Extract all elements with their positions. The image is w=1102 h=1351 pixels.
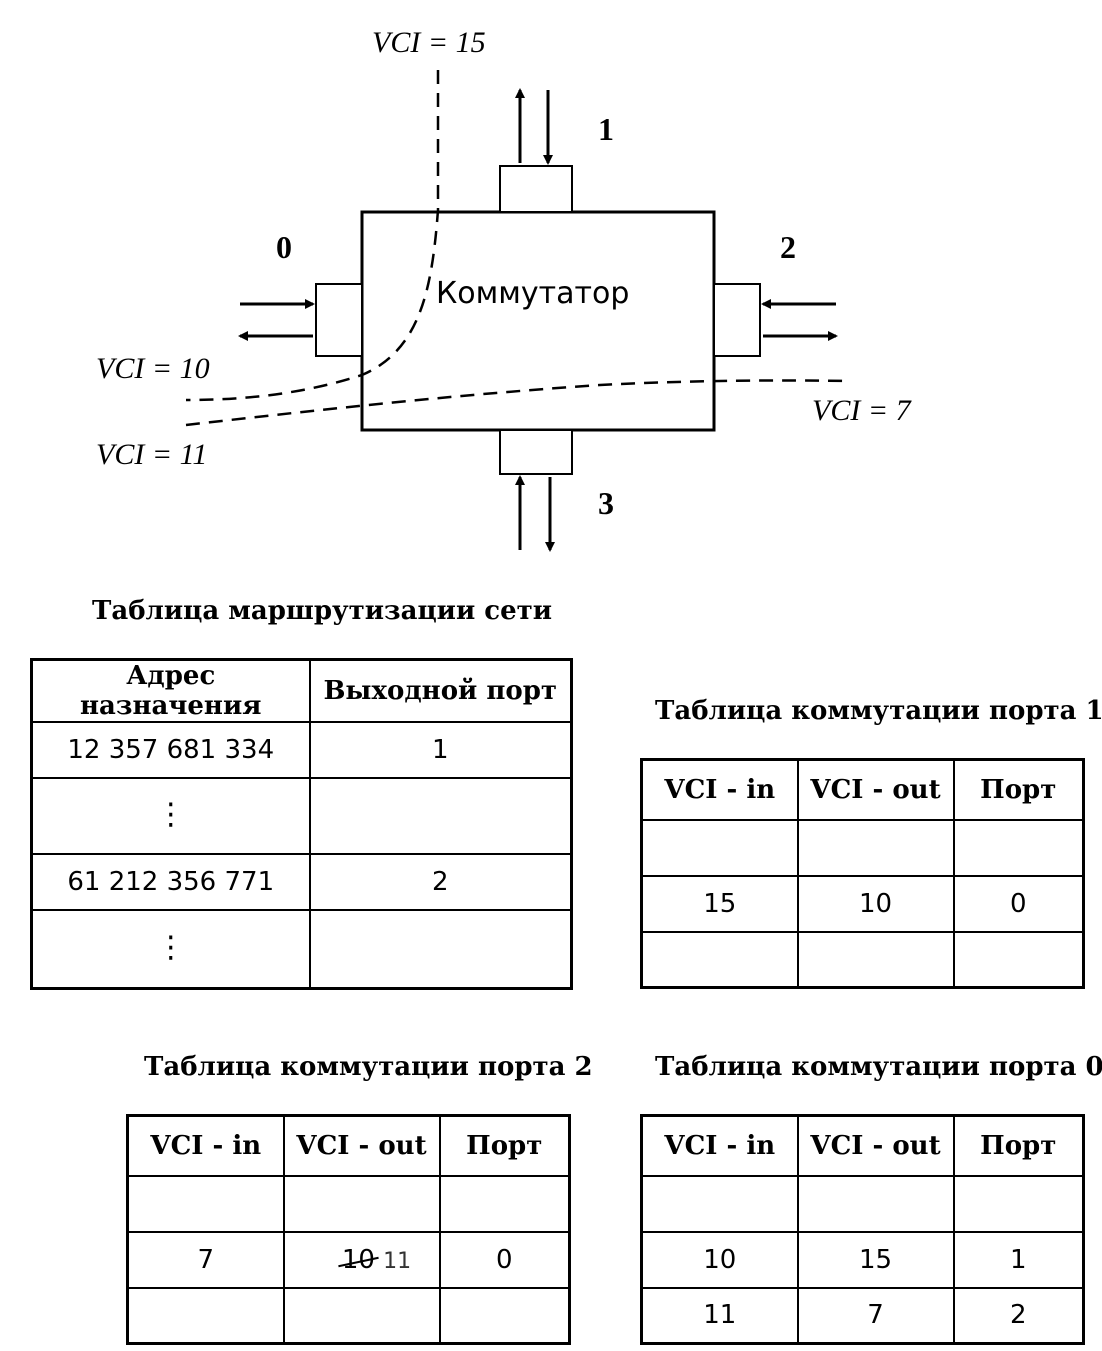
table-cell [282, 1286, 441, 1345]
table-cell: 10 [796, 874, 955, 933]
port-3-box [499, 429, 573, 475]
port-2-box [713, 283, 761, 357]
vci-label-right: VCI = 7 [812, 394, 913, 427]
table-cell [438, 1174, 571, 1233]
switch-label: Коммутатор [436, 276, 629, 311]
table-cell: 1 [308, 721, 573, 779]
table-cell: ⋮ [30, 909, 311, 989]
table-cell: 2 [952, 1286, 1085, 1345]
port-1-label: 1 [598, 111, 614, 147]
table-cell [308, 777, 573, 855]
header-destination-address: Адрес назначения [30, 658, 311, 723]
vci-label-top: VCI = 15 [372, 26, 486, 59]
vc-path-15-10 [185, 70, 440, 402]
port-0-box [315, 283, 363, 357]
header-port: Порт [952, 1114, 1085, 1177]
table-cell: 10 [640, 1230, 799, 1289]
routing-table-title: Таблица маршрутизации сети [92, 596, 553, 626]
header-vci-out: VCI - out [796, 758, 955, 821]
vci-label-left-upper: VCI = 10 [96, 352, 210, 385]
table-cell [126, 1174, 285, 1233]
header-vci-in: VCI - in [126, 1114, 285, 1177]
table-cell [126, 1286, 285, 1345]
header-output-port: Выходной порт [308, 658, 573, 723]
overwrite-value: 11 [383, 1248, 412, 1274]
table-cell: ⋮ [30, 777, 311, 855]
table-cell [282, 1174, 441, 1233]
vci-label-left-lower: VCI = 11 [96, 438, 207, 471]
port0-table-title: Таблица коммутации порта 0 [655, 1052, 1102, 1082]
table-cell: 7 [126, 1230, 285, 1289]
port-3-label: 3 [598, 485, 614, 521]
table-cell [952, 818, 1085, 877]
table-cell: 15 [796, 1230, 955, 1289]
table-cell: 15 [640, 874, 799, 933]
port0-table: VCI - in VCI - out Порт 10 15 1 11 7 2 [640, 1114, 1085, 1345]
port1-table: VCI - in VCI - out Порт 15 10 0 [640, 758, 1085, 989]
table-cell [308, 909, 573, 989]
table-cell [796, 930, 955, 989]
table-cell: 0 [438, 1230, 571, 1289]
table-cell [640, 930, 799, 989]
table-cell: 61 212 356 771 [30, 853, 311, 911]
header-port: Порт [438, 1114, 571, 1177]
table-cell [952, 1174, 1085, 1233]
header-vci-out: VCI - out [796, 1114, 955, 1177]
table-cell [952, 930, 1085, 989]
header-port: Порт [952, 758, 1085, 821]
table-cell [438, 1286, 571, 1345]
table-cell: 11 [640, 1286, 799, 1345]
port-1-box [499, 165, 573, 213]
table-cell [796, 1174, 955, 1233]
table-cell: 0 [952, 874, 1085, 933]
table-cell: 12 357 681 334 [30, 721, 311, 779]
ellipsis: ⋮ [155, 797, 186, 832]
port2-table: VCI - in VCI - out Порт 7 10 11 0 [126, 1114, 571, 1345]
header-vci-in: VCI - in [640, 758, 799, 821]
struck-value: 10 [341, 1244, 375, 1275]
port1-table-title: Таблица коммутации порта 1 [655, 696, 1102, 726]
header-vci-out: VCI - out [282, 1114, 441, 1177]
table-cell: 7 [796, 1286, 955, 1345]
port-2-label: 2 [780, 229, 796, 265]
table-cell: 1 [952, 1230, 1085, 1289]
routing-table: Адрес назначения Выходной порт 12 357 68… [30, 658, 573, 990]
table-cell [796, 818, 955, 877]
table-cell: 10 11 [282, 1230, 441, 1289]
ellipsis: ⋮ [155, 929, 186, 965]
switch-diagram: Коммутатор 1 0 2 3 VCI = 15 VCI = 10 VCI… [96, 26, 913, 552]
table-cell [640, 818, 799, 877]
port-0-label: 0 [276, 229, 292, 265]
table-cell: 2 [308, 853, 573, 911]
header-vci-in: VCI - in [640, 1114, 799, 1177]
port2-table-title: Таблица коммутации порта 2 [144, 1052, 593, 1082]
vc-path-11-7 [185, 379, 851, 427]
table-cell [640, 1174, 799, 1233]
